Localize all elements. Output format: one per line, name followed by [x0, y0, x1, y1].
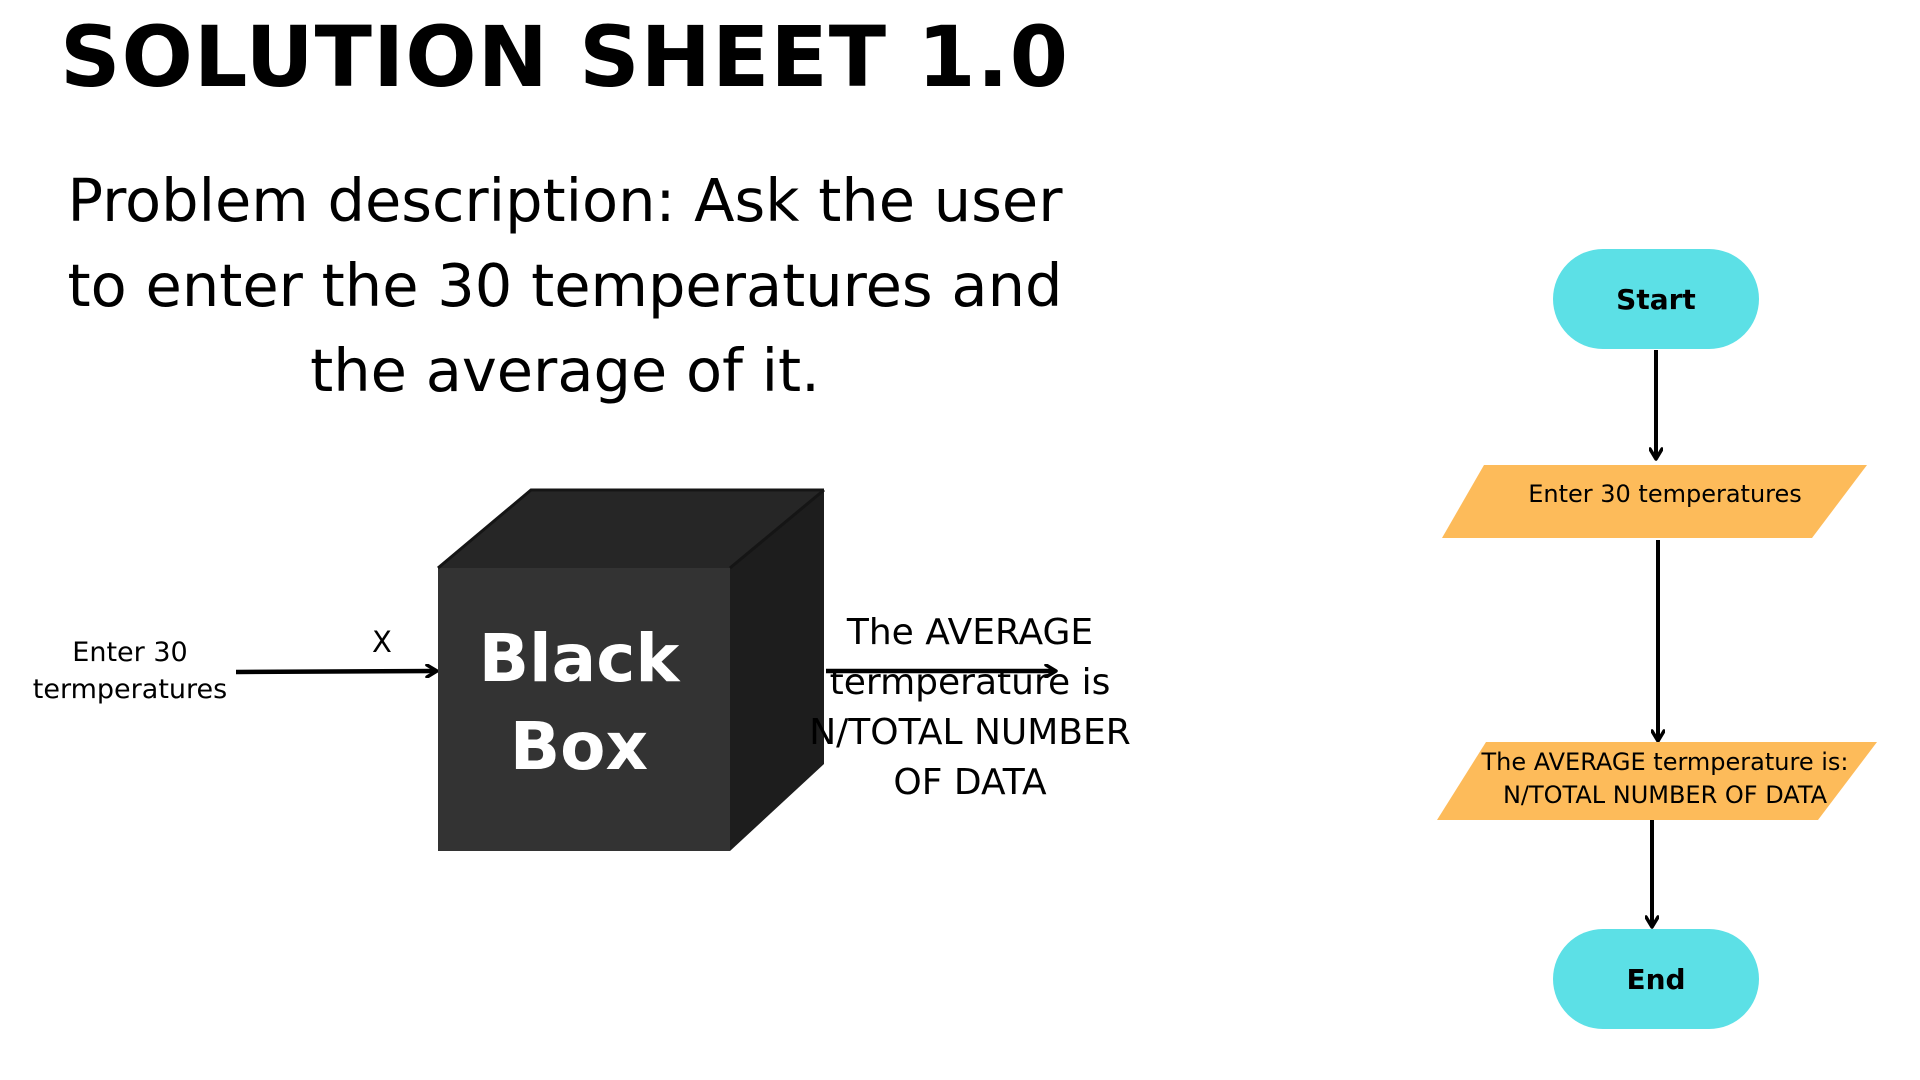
fc-input-label: Enter 30 temperatures [1528, 480, 1802, 508]
black-box-label-line1: Black [478, 620, 680, 697]
black-box-label: Black Box [438, 615, 720, 791]
input-arrow [235, 671, 436, 672]
fc-output-parallelogram [1437, 742, 1877, 820]
fc-output-label-line1: The AVERAGE termperature is: [1481, 748, 1849, 776]
page-title: SOLUTION SHEET 1.0 [60, 8, 1070, 106]
black-box-input-label: Enter 30 termperatures [32, 637, 228, 705]
black-box-cube [437, 488, 825, 851]
fc-input-parallelogram [1442, 465, 1867, 538]
black-box-output-label: The AVERAGE termperature is N/TOTAL NUMB… [809, 612, 1131, 803]
cube-side-face [730, 490, 824, 851]
fc-output-label: The AVERAGE termperature is: N/TOTAL NUM… [1470, 746, 1860, 812]
fc-end-terminal: End [1553, 929, 1759, 1029]
fc-output-label-line2: N/TOTAL NUMBER OF DATA [1502, 781, 1828, 809]
problem-description: Problem description: Ask the user to ent… [67, 166, 1063, 405]
fc-start-terminal: Start [1553, 249, 1759, 349]
fc-start-label: Start [1616, 282, 1696, 316]
cube-top-face [438, 490, 824, 568]
cube-front-face [438, 568, 730, 851]
black-box-label-line2: Box [509, 708, 649, 785]
fc-end-label: End [1626, 962, 1686, 996]
black-box-input-variable: X [372, 625, 392, 659]
